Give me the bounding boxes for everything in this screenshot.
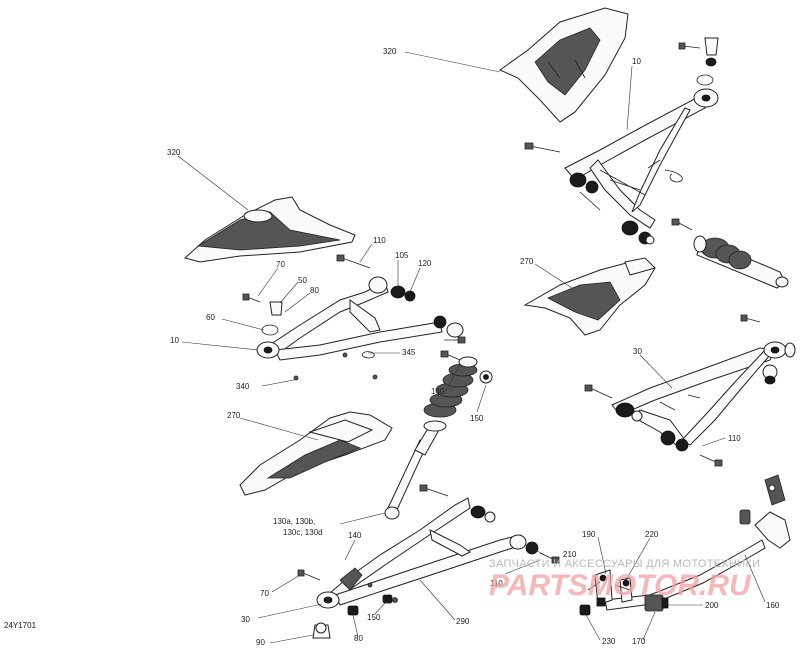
mud-guard-left	[239, 411, 393, 496]
shock-absorber-right	[693, 235, 789, 289]
callout-200: 200	[705, 601, 719, 610]
callout-110-right: 110	[728, 434, 741, 443]
callout-160: 160	[766, 601, 780, 610]
callout-170: 170	[632, 637, 646, 646]
callout-90: 90	[256, 638, 265, 647]
callout-130-line2: 130c, 130d	[283, 528, 323, 537]
callout-110-upper: 110	[373, 236, 386, 245]
bolts-upper-left	[242, 254, 466, 381]
callout-10-left: 10	[170, 336, 179, 345]
fender-guard-left	[183, 196, 356, 263]
callout-70-lower: 70	[260, 589, 269, 598]
callout-340: 340	[236, 382, 250, 391]
callout-210: 210	[563, 550, 577, 559]
callout-320-left: 320	[167, 148, 181, 157]
callout-150-lower: 150	[367, 613, 381, 622]
callout-190: 190	[582, 530, 596, 539]
callout-130-line1: 130a, 130b,	[273, 517, 315, 526]
bolts-lower-right	[584, 314, 796, 467]
callout-70-upper: 70	[276, 260, 285, 269]
watermark-brand: PARTSMOTOR.RU	[489, 569, 752, 602]
callout-105: 105	[395, 251, 409, 260]
watermark: ЗАПЧАСТИ И АКСЕССУАРЫ ДЛЯ МОТОТЕХНИКИ PA…	[489, 558, 760, 602]
callout-labels: 320 10 320 110 105 120 70 50 80 60 10 34…	[167, 47, 780, 647]
callout-60: 60	[206, 313, 215, 322]
shock-bushings-left	[440, 350, 493, 384]
callout-110-lower: 110	[490, 579, 503, 588]
watermark-tagline: ЗАПЧАСТИ И АКСЕССУАРЫ ДЛЯ МОТОТЕХНИКИ	[489, 558, 760, 570]
bushings-upper-right	[569, 172, 655, 245]
callout-30-right: 30	[633, 347, 642, 356]
callout-10-top: 10	[632, 57, 641, 66]
callout-120: 120	[418, 259, 432, 268]
stabilizer-bar	[604, 474, 791, 612]
bushings-upper-left	[361, 285, 464, 359]
callout-270-left: 270	[227, 411, 241, 420]
callout-140-shock: 140	[431, 387, 445, 396]
callout-270-right: 270	[520, 257, 534, 266]
callout-80-upper: 80	[310, 286, 319, 295]
lower-a-arm-right	[611, 341, 787, 449]
callout-345: 345	[402, 348, 416, 357]
bushings-lower-left	[470, 505, 539, 555]
bolts-lower-left	[297, 484, 560, 639]
stabilizer-links	[579, 569, 633, 616]
shock-absorber-left	[384, 356, 478, 520]
callout-230: 230	[602, 637, 616, 646]
upper-a-arm-left	[256, 276, 443, 361]
callout-80-lower: 80	[354, 634, 363, 643]
callout-320-top: 320	[383, 47, 397, 56]
fender-guard-top-right	[498, 7, 629, 123]
callout-30-left: 30	[241, 615, 250, 624]
callout-140-lower: 140	[348, 531, 362, 540]
upper-a-arm-right	[564, 88, 719, 229]
bushings-lower-right	[615, 364, 778, 452]
bolts-upper-right	[524, 37, 719, 231]
diagram-code: 24Y1701	[4, 621, 37, 630]
callout-150-shock: 150	[470, 414, 484, 423]
mud-guard-right	[523, 257, 656, 336]
leader-lines	[181, 243, 766, 644]
lower-a-arm-left	[316, 497, 523, 609]
callout-220: 220	[645, 530, 659, 539]
callout-290: 290	[456, 617, 470, 626]
callout-50: 50	[298, 276, 307, 285]
